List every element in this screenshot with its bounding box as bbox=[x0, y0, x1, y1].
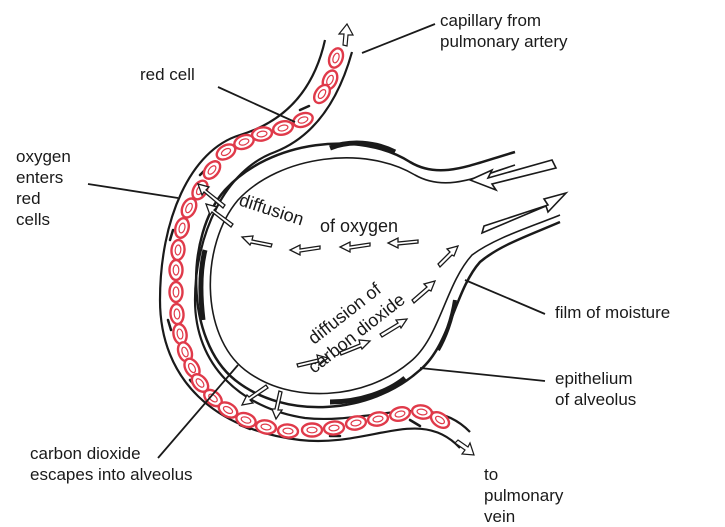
epithelium-label: epithelium of alveolus bbox=[555, 368, 636, 410]
oxygen-enters-label: oxygen enters red cells bbox=[16, 146, 71, 230]
red-cell bbox=[326, 46, 345, 69]
capillary-from-label: capillary from pulmonary artery bbox=[440, 10, 568, 52]
alveolus-wall bbox=[196, 143, 560, 407]
red-cell bbox=[171, 239, 186, 260]
airway-arrows bbox=[470, 160, 566, 233]
red-cell bbox=[173, 217, 191, 240]
red-cell bbox=[323, 421, 344, 436]
red-cell bbox=[170, 260, 183, 280]
red-cell bbox=[277, 424, 298, 439]
red-cell bbox=[411, 404, 433, 420]
co2-escapes-label: carbon dioxide escapes into alveolus bbox=[30, 443, 193, 485]
red-cell bbox=[201, 158, 224, 182]
to-pulmonary-vein-label: to pulmonary vein bbox=[484, 464, 563, 527]
flow-arrows bbox=[339, 24, 474, 455]
red-cell bbox=[389, 405, 412, 423]
red-cell bbox=[302, 424, 322, 437]
film-of-moisture-label: film of moisture bbox=[555, 302, 670, 323]
red-cell bbox=[170, 282, 183, 302]
red-cell bbox=[272, 119, 295, 137]
red-cell bbox=[234, 410, 257, 429]
red-cell bbox=[170, 303, 185, 324]
diffusion-label: diffusion bbox=[237, 190, 307, 230]
red-cell-label: red cell bbox=[140, 64, 195, 85]
red-cell bbox=[367, 411, 389, 427]
red-cell bbox=[291, 110, 314, 129]
of-oxygen-label: of oxygen bbox=[320, 216, 398, 236]
red-cell bbox=[255, 419, 277, 435]
